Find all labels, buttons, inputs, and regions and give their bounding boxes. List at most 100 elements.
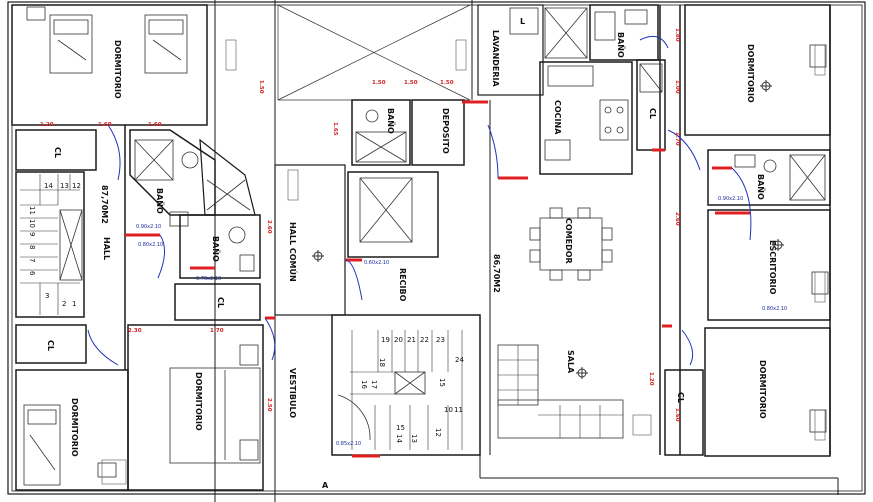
main-step-10: 10 [444,406,453,414]
lavanderia-label: LAVANDERIA [491,30,500,88]
escritorio-label: ESCRITORIO [768,240,777,295]
room-bano-3: BAÑO [351,99,411,166]
dim-14: 2.60 [674,212,680,226]
door-tag-2: 0.80x2.10 [138,242,163,248]
stair-step-9: 9 [28,232,36,236]
room-escritorio: ESCRITORIO [707,209,831,321]
vestibulo-label: VESTIBULO [288,368,297,418]
area-left-label: 87,70M2 [100,185,109,224]
recibo-label: RECIBO [398,268,407,302]
dim-10: 1.80 [674,28,680,42]
dormitorio-bottom-right-label: DORMITORIO [758,360,767,419]
room-deposito: DEPOSITO [411,99,465,166]
stair-step-1: 1 [72,300,76,308]
stair-step-14: 14 [44,182,53,190]
dormitorio-top-left-label: DORMITORIO [113,40,122,99]
room-cl-5: CL [664,369,704,456]
main-step-25: 15 [438,378,446,387]
main-step-20: 20 [394,336,403,344]
room-sala: SALA [497,344,624,439]
stair-step-7: 7 [28,258,36,262]
hall-comun-label: HALL COMÚN [288,222,299,282]
dim-13: 2.60 [266,220,272,234]
door-tag-6: 0.90x2.10 [718,196,743,202]
room-cl-2: CL [15,324,87,364]
main-step-13: 13 [410,434,418,443]
door-tags: 0.90x2.10 0.80x2.10 0.70x2.10 0.60x2.10 … [136,196,787,447]
room-cl-4: CL [636,59,666,151]
area-right-label: 86,70M2 [492,254,501,293]
room-hall-comun: HALL COMÚN [274,164,346,316]
stair-step-8: 8 [28,245,36,249]
stair-step-3: 3 [45,292,49,300]
cl-2-label: CL [46,340,55,351]
diag-closet [199,138,256,216]
room-dormitorio-bottom-right: DORMITORIO [704,327,831,457]
dim-6: 1.50 [404,80,418,86]
stair-step-12: 12 [72,182,81,190]
comedor-label: COMEDOR [564,218,573,264]
main-step-15: 15 [396,424,405,432]
elevator-shaft [347,171,439,258]
cl-1-label: CL [53,147,62,158]
main-step-19: 19 [381,336,390,344]
room-bano-2: BAÑO [179,214,261,279]
room-vestibulo: VESTIBULO [288,368,297,418]
dormitorio-center-label: DORMITORIO [194,372,203,431]
dim-16: 1.20 [648,372,654,386]
dim-18: 1.60 [674,408,680,422]
dimensions: 1.20 1.60 1.60 1.70 1.50 1.50 1.65 1.50 … [40,28,680,422]
dormitorio-bottom-left-label: DORMITORIO [70,398,79,457]
dim-5: 1.50 [372,80,386,86]
main-step-16: 16 [360,380,368,389]
room-dormitorio-top-left: DORMITORIO [11,4,208,126]
stair-step-6: 6 [28,271,36,276]
main-step-23: 23 [436,336,445,344]
dim-12: 1.50 [258,80,264,94]
cl-5-label: CL [676,392,685,403]
svg-text:A: A [322,481,329,490]
door-tag-3: 0.70x2.10 [196,276,221,282]
dim-15: 2.50 [266,398,272,412]
main-step-14: 14 [395,434,403,443]
main-step-21: 21 [407,336,416,344]
svg-text:L: L [520,17,525,26]
dim-4: 1.70 [210,328,224,334]
dim-1: 1.20 [40,122,54,128]
windows [125,100,750,458]
stair-step-10: 10 [28,219,36,228]
door-tag-1: 0.90x2.10 [136,224,161,230]
room-bano-4: BAÑO [589,4,659,61]
door-tag-5: 0.85x2.10 [336,441,361,447]
dim-17: 2.30 [128,328,142,334]
dim-2: 1.60 [98,122,112,128]
dim-9: 1.00 [674,80,680,94]
bano-5-label: BAÑO [756,174,766,200]
room-bano-5: BAÑO [707,149,831,206]
stair-left: 14 13 12 11 10 9 8 7 6 3 2 1 [15,171,85,318]
room-dormitorio-center: DORMITORIO [127,324,264,491]
main-step-12: 12 [434,428,442,437]
sala-label: SALA [566,350,575,374]
outer-walls [7,0,866,502]
stair-step-13: 13 [60,182,69,190]
bano-4-label: BAÑO [616,32,626,58]
bano-1-label: BAÑO [155,188,165,214]
room-comedor: COMEDOR 86,70M2 [492,207,613,293]
room-dormitorio-bottom-left: DORMITORIO [15,369,129,491]
door-swings [87,35,752,366]
main-step-17: 17 [370,380,378,389]
deposito-label: DEPOSITO [441,108,450,154]
stair-step-11: 11 [28,206,36,215]
room-cl-1: CL [15,129,97,171]
room-hall-left: HALL 87,70M2 [100,125,126,370]
room-lavanderia: LAVANDERIA L [477,4,588,96]
north-marker: A [322,481,329,490]
hall-left-label: HALL [102,237,111,260]
stair-main: 19 20 21 22 23 24 18 17 16 15 10 11 12 1… [331,314,481,456]
dormitorio-top-right-label: DORMITORIO [746,44,755,103]
room-recibo: RECIBO [398,268,407,302]
main-step-22: 22 [420,336,429,344]
dim-11: 1.70 [674,132,680,146]
